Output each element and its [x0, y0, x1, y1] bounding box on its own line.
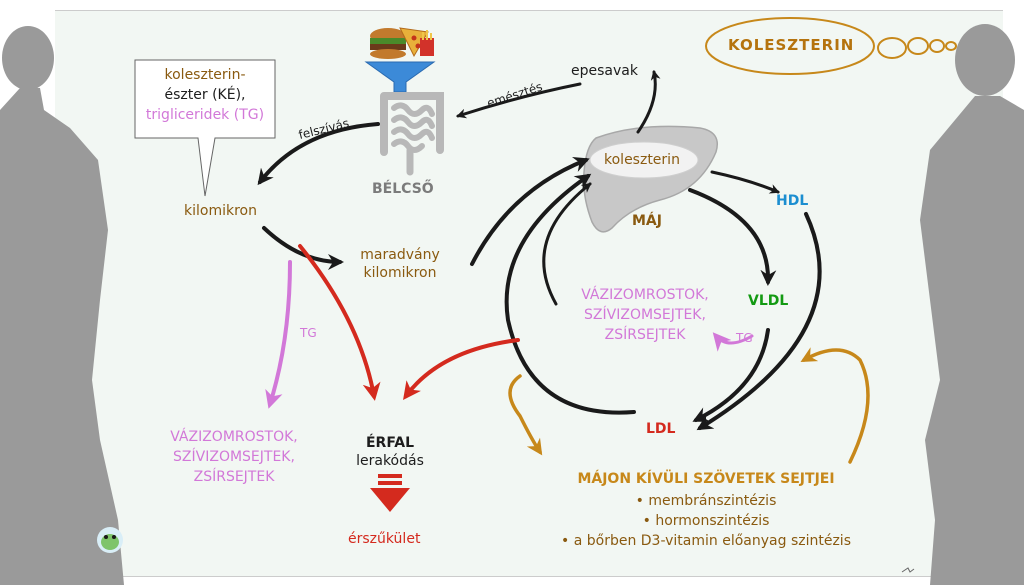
signature-mark — [901, 567, 915, 573]
label-kilomikron: kilomikron — [184, 203, 257, 219]
label-maradvany-2: kilomikron — [363, 265, 437, 281]
deposition-arrows — [298, 244, 520, 401]
right-person-silhouette — [920, 24, 1024, 585]
tissue-arrows — [508, 347, 870, 464]
label-belcso: BÉLCSŐ — [372, 181, 434, 197]
intestine-graphic — [380, 92, 444, 176]
food-icon — [370, 27, 434, 59]
muscles-left-1: VÁZIZOMROSTOK, — [170, 429, 298, 445]
mascot-icon — [97, 527, 123, 553]
speech-bubble-box — [134, 59, 276, 197]
tissue-item-2: • hormonszintézis — [642, 513, 770, 529]
muscles-right-2: SZÍVIZOMSEJTEK, — [584, 307, 706, 323]
label-vldl: VLDL — [748, 293, 789, 309]
label-tg-left: TG — [300, 326, 317, 340]
liver-graphic — [582, 125, 718, 233]
tg-arrows — [265, 260, 754, 409]
label-hdl: HDL — [776, 193, 809, 209]
label-maradvany-1: maradvány — [360, 247, 440, 263]
label-maj: MÁJ — [632, 213, 662, 229]
label-liver-koleszterin: koleszterin — [604, 152, 680, 168]
narrowing-down-arrow — [370, 474, 410, 512]
label-erfal-2: lerakódás — [356, 453, 424, 469]
label-ldl: LDL — [646, 421, 676, 437]
funnel-graphic — [364, 61, 436, 93]
label-epesavak: epesavak — [571, 63, 638, 79]
tissue-heading: MÁJON KÍVÜLI SZÖVETEK SEJTJEI — [577, 471, 835, 487]
speech-line-1: koleszterin- — [164, 67, 246, 83]
thought-bubble — [705, 17, 957, 75]
digestion-arrows — [257, 70, 822, 431]
speech-line-2: észter (KÉ), — [164, 87, 246, 103]
speech-line-3: trigliceridek (TG) — [145, 107, 265, 123]
muscles-left-3: ZSÍRSEJTEK — [193, 469, 275, 485]
muscles-left-2: SZÍVIZOMSEJTEK, — [173, 449, 295, 465]
left-person-silhouette — [0, 26, 124, 585]
muscles-right-1: VÁZIZOMROSTOK, — [581, 287, 709, 303]
tissue-item-1: • membránszintézis — [635, 493, 777, 509]
muscles-right-3: ZSÍRSEJTEK — [604, 327, 686, 343]
tissue-item-3: • a bőrben D3-vitamin előanyag szintézis — [561, 533, 851, 549]
label-erszukulet: érszűkület — [348, 531, 421, 547]
label-tg-right: TG — [736, 331, 753, 345]
title-koleszterin: KOLESZTERIN — [728, 36, 855, 54]
label-erfal-1: ÉRFAL — [365, 435, 415, 451]
